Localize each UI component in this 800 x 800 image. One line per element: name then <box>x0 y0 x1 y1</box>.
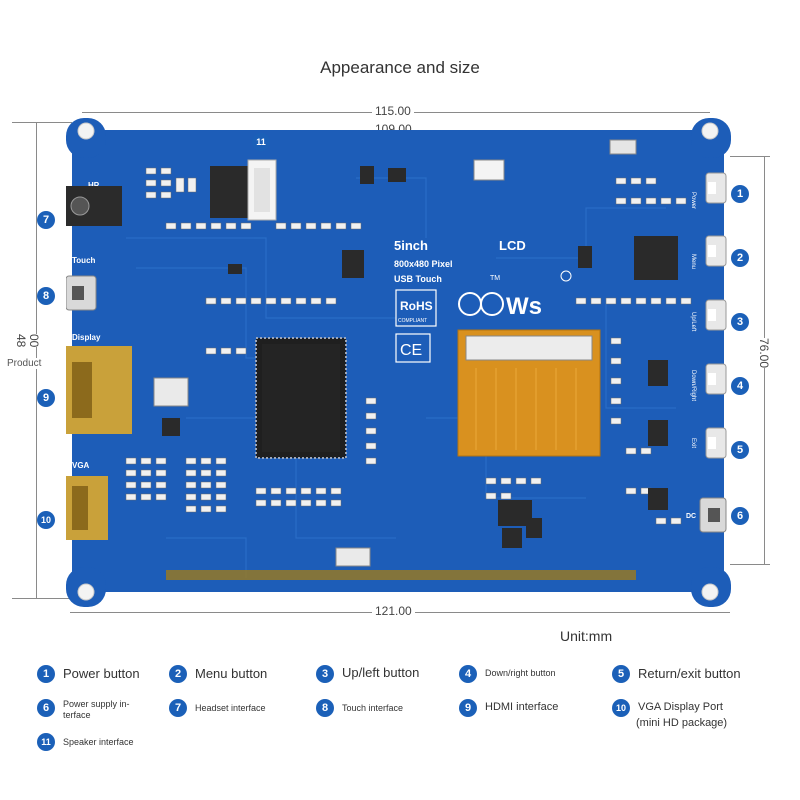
silk-menu: Menu <box>690 254 696 269</box>
dim-left-label: Product <box>7 358 42 369</box>
legend-label: Headset interface <box>195 703 266 713</box>
legend-num: 5 <box>612 665 630 683</box>
touch-port <box>66 275 97 311</box>
legend-label: Speaker interface <box>63 737 134 747</box>
legend-label: HDMI interface <box>485 701 559 713</box>
legend-item-power-supply: 6 Power supply in-terface <box>37 699 139 721</box>
silk-dc: DC <box>686 513 696 520</box>
legend-vga-sub: (mini HD package) <box>636 717 728 729</box>
legend-item-power: 1 Power button <box>37 665 140 683</box>
legend-num: 7 <box>169 699 187 717</box>
silk-exit: Exit <box>690 438 696 448</box>
dim-tick-right-top <box>730 156 770 157</box>
silk-spec-1: 800x480 Pixel <box>394 259 453 269</box>
legend-item-vga: 10 VGA Display Port <box>612 699 723 717</box>
silk-product-size: 5inch <box>394 238 428 253</box>
silk-display: Display <box>72 333 101 342</box>
legend-label: Up/left button <box>342 665 420 680</box>
callout-11: 11 <box>252 133 270 151</box>
headset-jack <box>66 186 122 226</box>
silk-hp: HP <box>88 181 100 190</box>
dim-right: 76.00 <box>757 338 771 369</box>
legend-num: 6 <box>37 699 55 717</box>
legend-label: Power supply in-terface <box>63 699 130 720</box>
callout-6: 6 <box>731 507 749 525</box>
main-processor <box>255 337 347 459</box>
hdmi-port <box>66 346 132 434</box>
legend-label: Down/right button <box>485 668 556 678</box>
silk-spec-2: USB Touch <box>394 274 442 284</box>
dim-tick-left-top <box>12 122 72 123</box>
legend-label: Touch interface <box>342 703 404 713</box>
legend-num: 4 <box>459 665 477 683</box>
legend-num: 2 <box>169 665 187 683</box>
vga-port <box>66 476 108 540</box>
page-title: Appearance and size <box>320 58 480 77</box>
ce-text: CE <box>400 342 422 359</box>
legend-item-headset: 7 Headset interface <box>169 699 266 717</box>
dc-port <box>699 497 727 533</box>
legend-num: 9 <box>459 699 477 717</box>
rohs-sub: COMPLIANT <box>398 318 427 324</box>
callout-10: 10 <box>37 511 55 529</box>
legend-num: 11 <box>37 733 55 751</box>
rohs-text: RoHS <box>400 299 433 313</box>
callout-5: 5 <box>731 441 749 459</box>
speaker-connector <box>247 159 277 221</box>
lcd-board: 5inch LCD 800x480 Pixel USB Touch HP Tou… <box>66 118 731 607</box>
callout-3: 3 <box>731 313 749 331</box>
dim-top-outer: 115.00 <box>372 104 414 118</box>
callout-4: 4 <box>731 377 749 395</box>
brand-logo: Ws TM <box>458 270 572 320</box>
legend-label: VGA Display Port <box>638 701 723 713</box>
legend-num: 1 <box>37 665 55 683</box>
dim-tick-right-bottom <box>730 564 770 565</box>
dim-left-a: 48 <box>14 334 28 348</box>
legend-label: Return/exit button <box>638 666 741 681</box>
silk-product-lcd: LCD <box>499 238 526 253</box>
unit-label: Unit:mm <box>560 628 613 644</box>
dim-bottom: 121.00 <box>372 604 415 618</box>
legend-label: Menu button <box>195 666 268 681</box>
silk-power: Power <box>690 192 696 209</box>
lcd-edge <box>166 570 636 580</box>
brand-tm: TM <box>490 275 500 282</box>
side-buttons <box>705 172 727 459</box>
ic-chips <box>210 166 678 548</box>
callout-8: 8 <box>37 287 55 305</box>
dim-tick-left-bottom <box>12 598 72 599</box>
ce-mark: CE <box>395 333 431 363</box>
callout-7: 7 <box>37 211 55 229</box>
legend-item-exit: 5 Return/exit button <box>612 665 741 683</box>
pcb-body <box>66 118 731 607</box>
silk-upleft: Up/Left <box>690 312 696 332</box>
legend-item-upleft: 3 Up/left button <box>316 665 419 683</box>
legend-item-downright: 4 Down/right button <box>459 665 556 683</box>
dim-left-b: 00 <box>27 334 41 348</box>
rohs-mark: RoHS COMPLIANT <box>395 289 437 327</box>
legend-num: 10 <box>612 699 630 717</box>
silk-touch: Touch <box>72 256 96 265</box>
callout-9: 9 <box>37 389 55 407</box>
legend-item-menu: 2 Menu button <box>169 665 267 683</box>
legend-item-hdmi: 9 HDMI interface <box>459 699 558 717</box>
silk-vga: VGA <box>72 461 90 470</box>
legend-num: 8 <box>316 699 334 717</box>
smd-components <box>125 167 692 525</box>
brand-text: Ws <box>506 293 542 320</box>
callout-2: 2 <box>731 249 749 267</box>
legend-label: Power button <box>63 666 140 681</box>
silk-downright: Down/Right <box>690 370 696 401</box>
legend-num: 3 <box>316 665 334 683</box>
misc-components <box>153 139 637 567</box>
flex-cable <box>457 329 601 457</box>
legend-item-speaker: 11 Speaker interface <box>37 733 134 751</box>
callout-1: 1 <box>731 185 749 203</box>
legend-item-touch: 8 Touch interface <box>316 699 403 717</box>
